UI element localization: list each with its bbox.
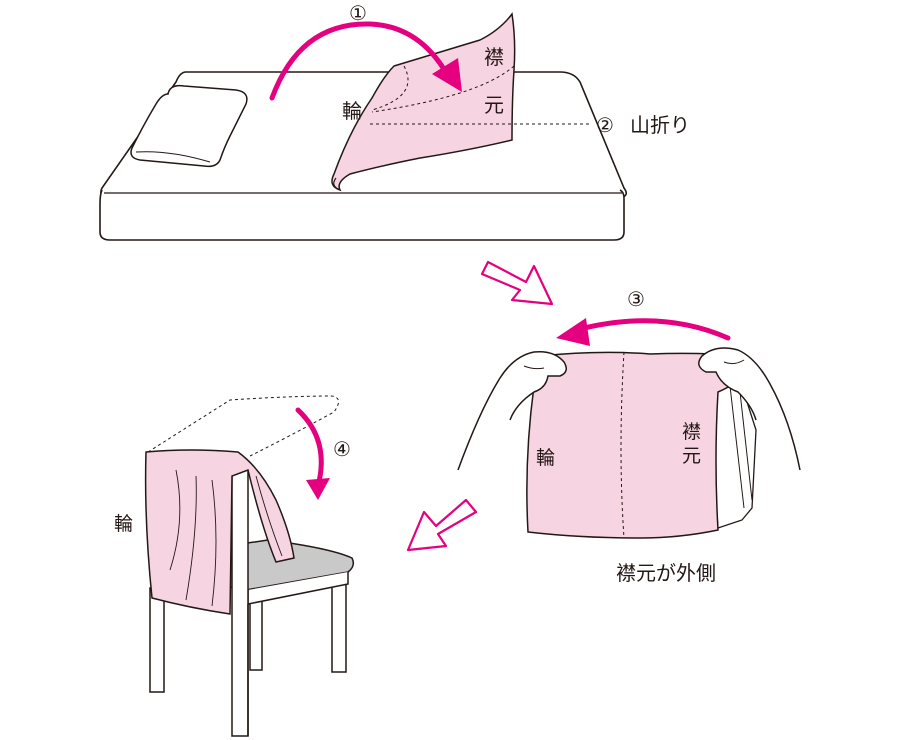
mattress-front <box>99 189 625 241</box>
collar-label-mid-2: 元 <box>682 445 701 467</box>
cloth-held <box>526 351 747 539</box>
arrow-head-1 <box>432 58 462 92</box>
hollow-arrow-icon <box>480 260 554 306</box>
arrow-head-3 <box>556 318 590 346</box>
ring-label-mid: 輪 <box>536 447 555 469</box>
chair-scene: ④ 輪 <box>114 395 355 737</box>
pillow-icon <box>130 84 248 168</box>
curved-arrow-icon-4 <box>295 407 324 489</box>
hand-icon <box>457 350 567 471</box>
motion-outline <box>147 395 339 457</box>
step3-label: ③ <box>627 287 645 311</box>
collar-outside-label: 襟元が外側 <box>616 561 716 585</box>
cloth-top <box>331 12 516 192</box>
chair-icon <box>149 587 165 693</box>
cloth-on-chair <box>144 449 295 615</box>
collar-label-top-2: 元 <box>484 93 504 117</box>
collar-label-top-1: 襟 <box>484 45 504 69</box>
step2-label: ② <box>596 113 614 137</box>
hollow-arrow-icon-2 <box>406 498 478 552</box>
ring-label-chair: 輪 <box>114 513 133 535</box>
step1-label: ① <box>349 1 367 25</box>
hand-icon-right <box>698 347 801 471</box>
curved-arrow-icon <box>269 21 451 101</box>
hold-scene: ③ 輪 襟 元 襟元が外側 <box>457 287 801 585</box>
arrow-head-4 <box>306 478 330 500</box>
bed-scene: ① 襟 元 輪 ② 山折り <box>99 1 690 241</box>
mountain-fold-label: 山折り <box>630 113 690 137</box>
collar-label-mid-1: 襟 <box>682 421 701 443</box>
step4-label: ④ <box>333 437 351 461</box>
ring-label-top: 輪 <box>342 99 362 123</box>
curved-arrow-icon-3 <box>573 318 731 341</box>
